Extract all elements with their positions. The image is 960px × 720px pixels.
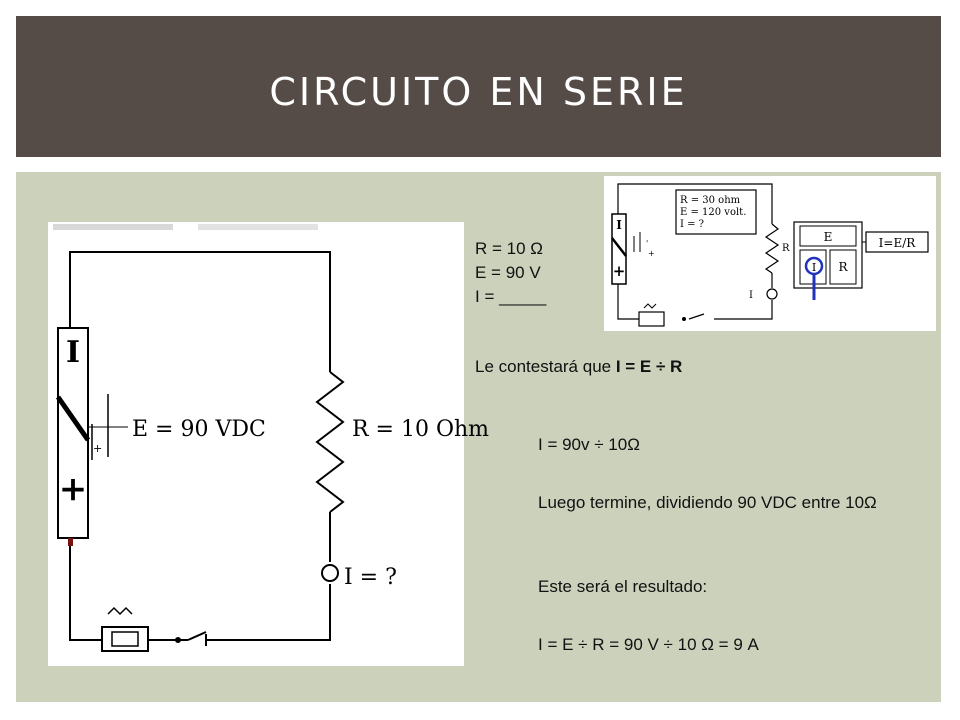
main-circuit-diagram: I + + E = 90 VDC R = 10 Ohm I = ? — [53, 224, 489, 652]
battery-switch-line — [55, 395, 91, 442]
inset-fuse — [638, 311, 665, 327]
slide-title: CIRCUITO EN SERIE — [269, 69, 688, 114]
inset-battery-plus: + — [613, 262, 626, 280]
inset-cell-plus: + — [648, 249, 655, 258]
inset-wire-bottom-right — [714, 300, 773, 320]
scan-mark — [53, 224, 173, 230]
ammeter-circle — [321, 564, 339, 582]
voltage-label: E = 90 VDC — [132, 417, 266, 442]
answer-prefix: Le contestará que — [475, 357, 616, 376]
given-e: E = 90 V — [475, 263, 541, 282]
inset-battery-switch — [611, 237, 627, 257]
inset-triangle-r-cell — [829, 249, 857, 285]
switch-contact — [175, 637, 181, 643]
inset-switch-contact — [682, 317, 686, 321]
battery-minus-label: I — [66, 335, 80, 370]
scan-mark — [198, 224, 318, 230]
wire-top — [69, 251, 331, 372]
current-label: I = ? — [344, 565, 397, 590]
inset-wire-top — [617, 183, 773, 224]
inset-i-label: I — [749, 290, 753, 301]
inset-r-label: R — [782, 243, 790, 254]
answer-formula: I = E ÷ R — [615, 357, 683, 376]
step-instruction: Luego termine, dividiendo 90 VDC entre 1… — [538, 493, 877, 512]
inset-battery-minus: I — [616, 218, 622, 232]
step-calc: I = 90v ÷ 10Ω — [538, 435, 640, 454]
fuse-element — [111, 631, 139, 647]
battery-terminal — [68, 538, 73, 546]
inset-triangle-r: R — [838, 260, 848, 274]
battery-box — [57, 327, 89, 539]
inset-formula: I=E/R — [879, 236, 917, 250]
given-values: R = 10 Ω E = 90 V I = _____ — [475, 238, 546, 310]
wire-bottom-right — [206, 584, 331, 641]
given-r: R = 10 Ω — [475, 239, 543, 258]
inset-resistor — [764, 223, 780, 274]
inset-switch-blade — [688, 313, 705, 320]
step-result-label: Este será el resultado: — [538, 577, 708, 596]
inset-given-r: R = 30 ohm — [680, 195, 741, 206]
inset-triangle-e-cell — [799, 225, 857, 247]
resistor-zigzag — [315, 371, 345, 513]
fuse-symbol — [107, 606, 133, 616]
inset-formula-box — [865, 231, 929, 253]
step-result: I = E ÷ R = 90 V ÷ 10 Ω = 9 A — [538, 635, 759, 654]
title-bar: CIRCUITO EN SERIE — [16, 16, 941, 157]
resistor-label: R = 10 Ohm — [352, 417, 489, 442]
given-i: I = _____ — [475, 287, 547, 306]
cell-plus-label: + — [93, 442, 102, 455]
inset-cell-minus: ' — [646, 239, 648, 248]
inset-triangle-e: E — [824, 230, 833, 244]
inset-fuse-symbol — [643, 303, 657, 309]
answer-line: Le contestará que I = E ÷ R — [475, 356, 682, 378]
inset-given-box — [675, 189, 757, 235]
inset-triangle-i: I — [812, 261, 816, 274]
wire-bottom-left — [69, 538, 102, 641]
inset-given-e: E = 120 volt. — [680, 207, 746, 218]
inset-circuit-figure: R I I + ' + R = 30 ohm E = 120 volt. I =… — [604, 176, 936, 331]
switch-blade — [187, 631, 207, 641]
inset-given-i: I = ? — [680, 219, 704, 230]
inset-ammeter — [766, 288, 778, 300]
battery-plus-label: + — [59, 469, 88, 509]
inset-circuit-diagram: R I I + ' + R = 30 ohm E = 120 volt. I =… — [611, 183, 929, 327]
main-circuit-figure: I + + E = 90 VDC R = 10 Ohm I = ? — [48, 222, 489, 666]
